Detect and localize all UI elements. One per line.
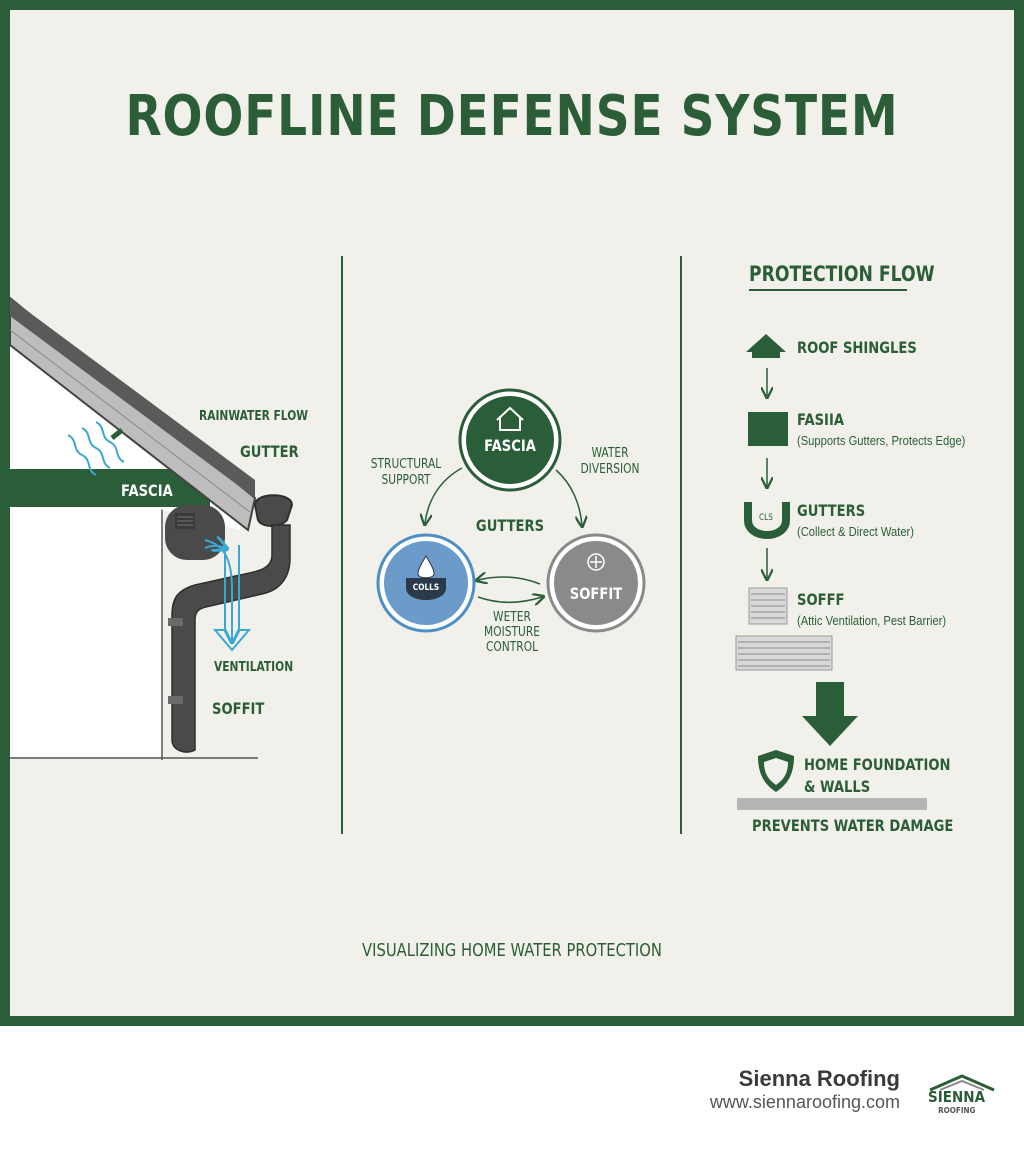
airflow-arrows bbox=[204, 540, 252, 652]
gutter-downspout bbox=[168, 494, 294, 753]
brand-logo-text: SIENNA ROOFING bbox=[928, 1088, 986, 1116]
soffit-label: SOFFIT bbox=[212, 699, 265, 718]
vent-panel bbox=[735, 635, 833, 671]
house-icon bbox=[496, 406, 524, 431]
cycle-fascia-label: FASCIA bbox=[484, 436, 536, 455]
brand-url[interactable]: www.siennaroofing.com bbox=[709, 1092, 900, 1112]
divider-right bbox=[680, 256, 682, 834]
gutters-node bbox=[376, 533, 476, 633]
step-roof-shingles: ROOF SHINGLES bbox=[797, 338, 917, 357]
rainwater-flow-label: RAINWATER FLOW bbox=[199, 409, 309, 424]
brand-name: Sienna Roofing bbox=[738, 1066, 900, 1091]
cycle-center-label: GUTTERS bbox=[475, 516, 545, 535]
divider-left bbox=[341, 256, 343, 834]
cycle-arrows bbox=[425, 467, 582, 602]
fan-icon bbox=[587, 553, 605, 571]
shield-icon bbox=[758, 750, 794, 792]
roof-shingles-icon bbox=[746, 334, 786, 358]
wind-waves-icon bbox=[67, 421, 125, 476]
protection-flow-heading: PROTECTION FLOW bbox=[749, 262, 935, 286]
foundation-bar bbox=[737, 798, 927, 810]
fascia-square-icon bbox=[748, 412, 788, 446]
result-label: HOME FOUNDATION& WALLS bbox=[804, 755, 951, 796]
fascia-node bbox=[458, 388, 562, 492]
step-soffit-detail: (Attic Ventilation, Pest Barrier) bbox=[797, 613, 947, 628]
step-gutters: GUTTERS bbox=[797, 501, 866, 520]
rainwater-pointer bbox=[110, 428, 124, 440]
vent-icon bbox=[748, 587, 788, 625]
gutter-icon-badge: CLS bbox=[759, 513, 773, 523]
house-wall bbox=[10, 500, 258, 760]
bottom-caption: VISUALIZING HOME WATER PROTECTION bbox=[362, 940, 662, 961]
ventilation-label: VENTILATION bbox=[214, 660, 294, 675]
gutter-label: GUTTER bbox=[240, 442, 299, 461]
gutter-icon bbox=[744, 502, 790, 539]
roof-slope bbox=[9, 295, 257, 532]
page-title: ROOFLINE DEFENSE SYSTEM bbox=[125, 84, 899, 149]
water-drop-icon bbox=[417, 555, 435, 579]
step-gutters-detail: (Collect & Direct Water) bbox=[797, 524, 915, 539]
step-fascia-detail: (Supports Gutters, Protects Edge) bbox=[797, 433, 966, 448]
step-fascia: FASIIA bbox=[797, 410, 844, 429]
cycle-gutters-badge: COLLS bbox=[412, 583, 440, 593]
down-arrow-icon bbox=[802, 682, 858, 746]
soffit-node bbox=[546, 533, 646, 633]
sienna-logo-icon bbox=[929, 1074, 995, 1092]
step-soffit: SOFFF bbox=[797, 590, 845, 609]
fascia-label: FASCIA bbox=[121, 481, 173, 500]
soffit-vent bbox=[165, 505, 225, 560]
result-caption: PREVENTS WATER DAMAGE bbox=[752, 816, 954, 835]
cycle-soffit-label: SOFFIT bbox=[569, 584, 623, 603]
